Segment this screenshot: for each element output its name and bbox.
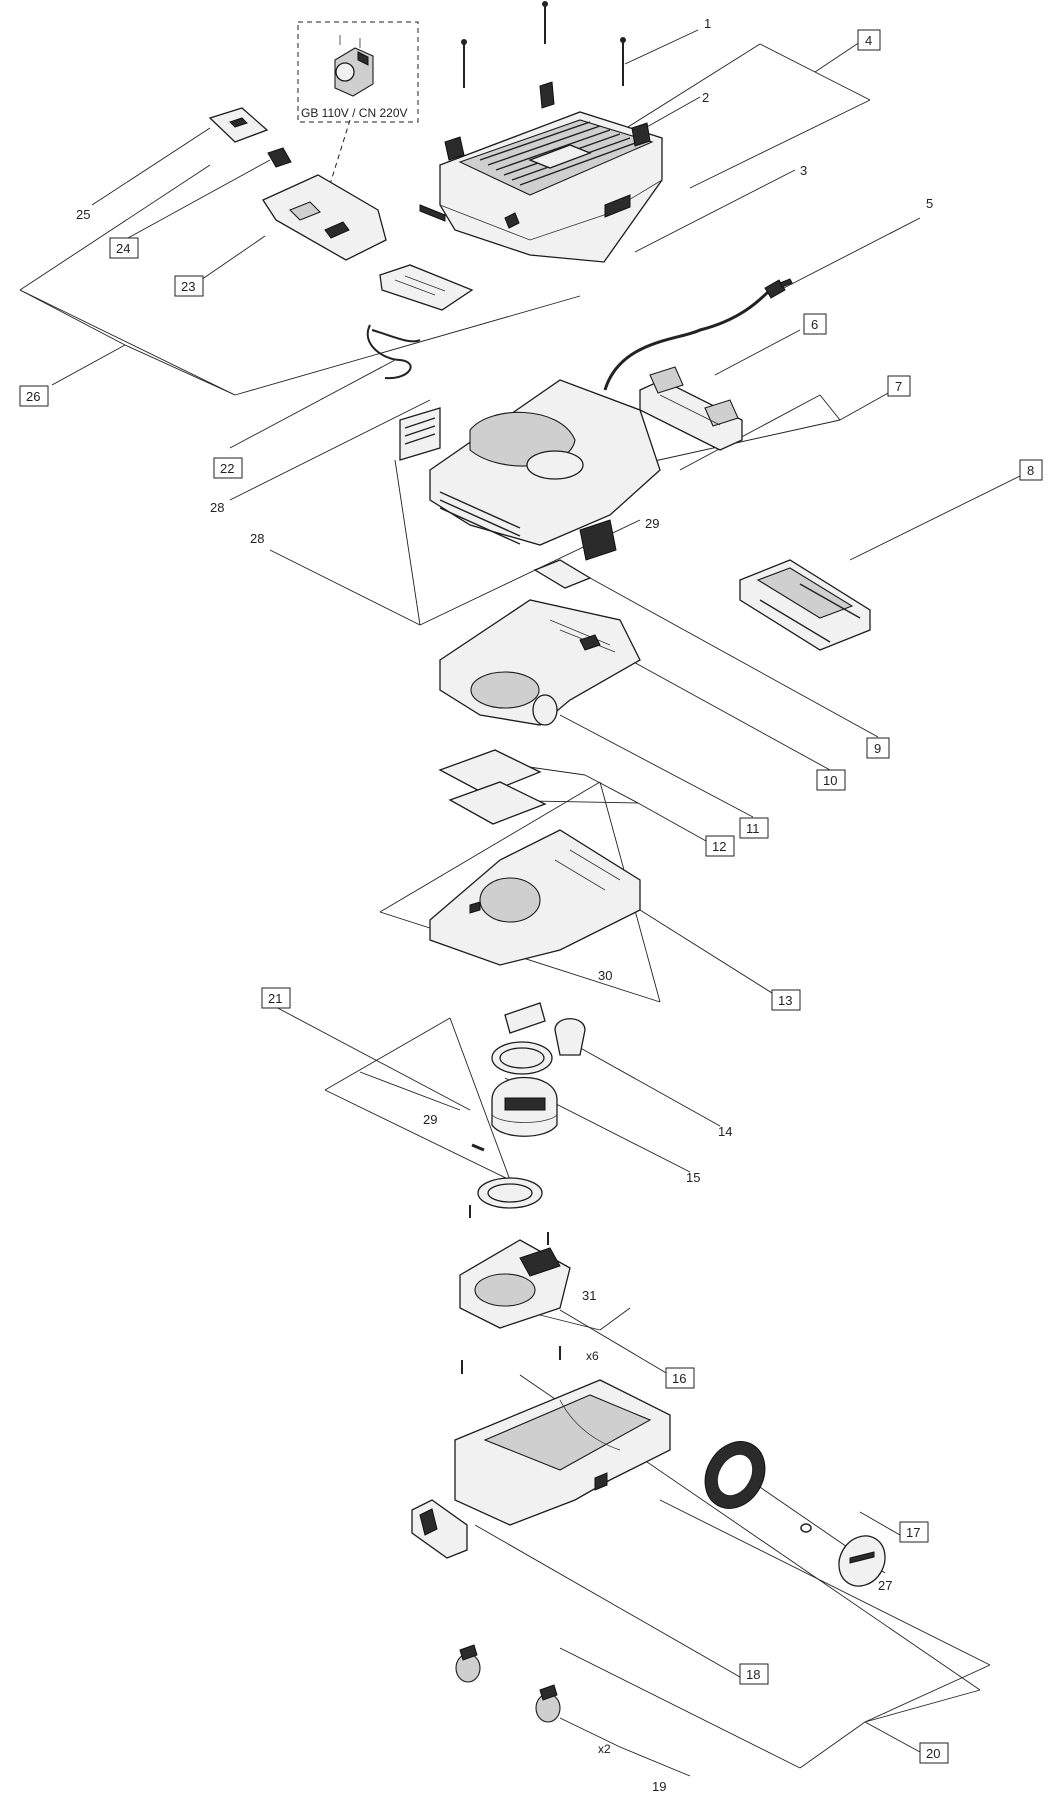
front-bracket-part [411,1499,468,1559]
callout-10: 10 [816,769,846,791]
callout-30: 30 [598,968,612,983]
svg-text:13: 13 [778,993,792,1008]
svg-text:15: 15 [686,1170,700,1185]
qty-x6-label: x6 [586,1349,599,1363]
svg-text:24: 24 [116,241,130,256]
svg-text:28: 28 [210,500,224,515]
callout-8: 8 [1019,459,1043,481]
svg-text:14: 14 [718,1124,732,1139]
callout-28a: 28 [210,500,224,515]
svg-text:11: 11 [746,821,760,836]
castor-parts [455,1644,561,1723]
svg-text:10: 10 [823,773,837,788]
callout-26: 26 [19,385,49,407]
svg-text:27: 27 [878,1578,892,1593]
callout-1: 1 [704,16,711,31]
svg-text:29: 29 [423,1112,437,1127]
svg-text:7: 7 [895,379,902,394]
svg-text:5: 5 [926,196,933,211]
filter-tray-part [739,559,871,651]
screw-part [461,1,626,88]
callout-29a: 29 [645,516,659,531]
top-lid-assembly [419,1,663,263]
callout-3: 3 [800,163,807,178]
callout-2: 2 [702,90,709,105]
callout-17: 17 [899,1521,929,1543]
callout-27: 27 [878,1578,892,1593]
callout-25: 25 [76,207,90,222]
callout-28b: 28 [250,531,264,546]
svg-text:17: 17 [906,1525,920,1540]
motor-unit-assembly [471,1002,586,1209]
svg-text:16: 16 [672,1371,686,1386]
variant-detail-box: GB 110V / CN 220V [297,21,419,123]
callout-5: 5 [926,196,933,211]
svg-text:23: 23 [181,279,195,294]
callout-23: 23 [174,275,204,297]
container-tank-part [454,1379,671,1526]
svg-text:8: 8 [1027,463,1034,478]
callout-29b: 29 [423,1112,437,1127]
fan-base-assembly [459,1205,571,1374]
middle-housing-part [439,599,641,726]
callout-16: 16 [665,1367,695,1389]
callout-31: 31 [582,1288,596,1303]
svg-text:1: 1 [704,16,711,31]
svg-text:12: 12 [712,839,726,854]
callout-4: 4 [857,29,881,51]
callout-labels: 1 2 3 4 5 6 7 8 9 10 11 12 13 14 15 16 1… [19,16,1043,1794]
callout-18: 18 [739,1663,769,1685]
svg-text:20: 20 [926,1746,940,1761]
svg-text:25: 25 [76,207,90,222]
callout-15: 15 [686,1170,700,1185]
svg-text:28: 28 [250,531,264,546]
svg-text:30: 30 [598,968,612,983]
callout-11: 11 [739,817,769,839]
gasket-part [533,559,592,589]
svg-text:21: 21 [268,991,282,1006]
callout-9: 9 [866,737,890,759]
callout-19: 19 [652,1779,666,1794]
svg-text:22: 22 [220,461,234,476]
svg-text:4: 4 [865,33,872,48]
callout-24: 24 [109,237,139,259]
wheel-assembly [704,1441,886,1587]
svg-text:3: 3 [800,163,807,178]
svg-text:6: 6 [811,317,818,332]
qty-x2-label: x2 [598,1742,611,1756]
callout-21: 21 [261,987,291,1009]
variant-label: GB 110V / CN 220V [301,106,408,120]
svg-text:19: 19 [652,1779,666,1794]
svg-text:31: 31 [582,1288,596,1303]
handle-part [639,366,743,451]
callout-13: 13 [771,989,801,1011]
svg-text:18: 18 [746,1667,760,1682]
callout-22: 22 [213,457,243,479]
seal-parts [438,749,547,825]
callout-12: 12 [705,835,735,857]
power-cord-part [603,278,793,391]
callout-6: 6 [803,313,827,335]
plug-socket-part [334,35,374,97]
callout-14: 14 [718,1124,732,1139]
svg-text:26: 26 [26,389,40,404]
motor-housing-part [399,379,661,561]
control-panel-assembly [208,107,474,380]
svg-text:2: 2 [702,90,709,105]
lower-housing-part [429,829,641,966]
callout-7: 7 [887,375,911,397]
callout-20: 20 [919,1742,949,1764]
svg-text:29: 29 [645,516,659,531]
svg-text:9: 9 [874,741,881,756]
